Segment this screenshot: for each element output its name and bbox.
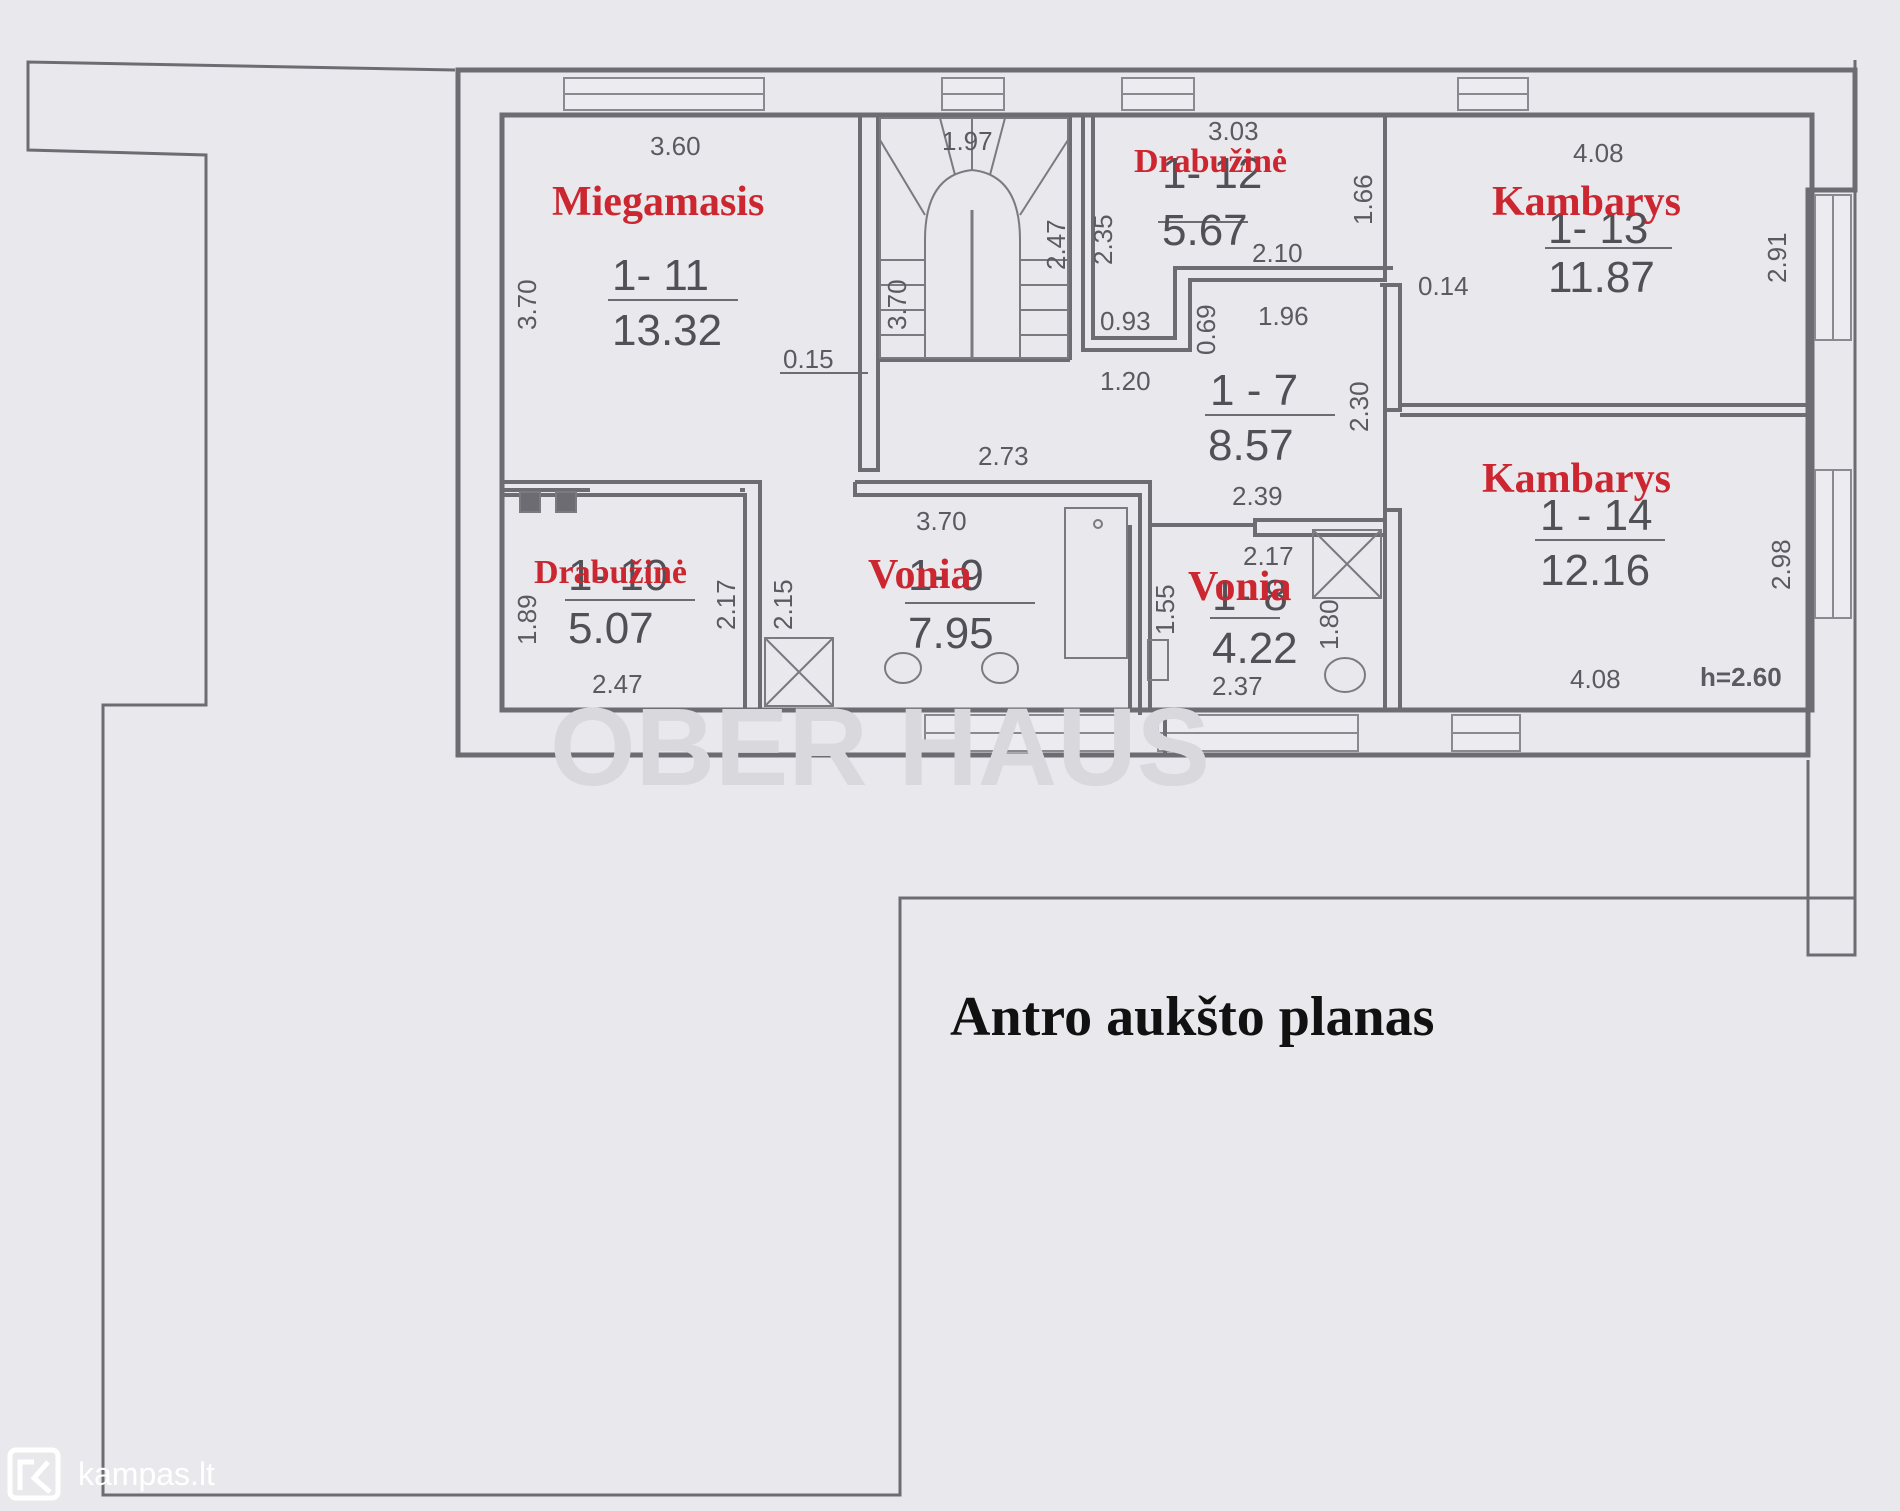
room-area: 12.16 bbox=[1540, 546, 1650, 595]
dimension: 2.30 bbox=[1344, 381, 1374, 432]
room-number: 1 - 14 bbox=[1540, 491, 1653, 540]
area-dividers bbox=[565, 221, 1672, 619]
dimension: 4.08 bbox=[1573, 138, 1624, 168]
room-number: 1- 8 bbox=[1212, 571, 1288, 620]
room-area: 4.22 bbox=[1212, 624, 1298, 673]
room-number: 1 - 7 bbox=[1210, 366, 1298, 415]
room-1-9: 1- 9 7.95 Vonia bbox=[868, 551, 994, 658]
watermark: OBER HAUS bbox=[550, 686, 1210, 809]
room-area: 11.87 bbox=[1548, 253, 1655, 302]
dimension: 2.17 bbox=[711, 579, 741, 630]
room-label: Drabužinė bbox=[534, 554, 687, 591]
dimension: 2.91 bbox=[1762, 232, 1792, 283]
dimension: 2.17 bbox=[1243, 541, 1294, 571]
dimension: 2.37 bbox=[1212, 671, 1263, 701]
dimension: 4.08 bbox=[1570, 664, 1621, 694]
room-area: 7.95 bbox=[908, 609, 994, 658]
dimensions: 3.60 1.97 3.03 4.08 3.70 3.70 2.47 0.15 … bbox=[512, 116, 1796, 701]
room-1-14: 1 - 14 12.16 Kambarys bbox=[1482, 456, 1671, 595]
room-area: 5.67 bbox=[1162, 206, 1248, 255]
room-label: Kambarys bbox=[1492, 179, 1681, 225]
footer-brand: kampas.lt bbox=[7, 1447, 215, 1501]
dimension: 3.70 bbox=[512, 279, 542, 330]
room-1-10: 1- 10 5.07 Drabužinė bbox=[534, 551, 687, 653]
dimension: 3.60 bbox=[650, 131, 701, 161]
dimension: 2.35 bbox=[1088, 214, 1118, 265]
room-number: 1- 10 bbox=[568, 551, 668, 600]
dimension: 1.96 bbox=[1258, 301, 1309, 331]
dimension: 3.03 bbox=[1208, 116, 1259, 146]
room-area: 5.07 bbox=[568, 604, 654, 653]
room-label: Vonia bbox=[1188, 564, 1292, 610]
room-1-7: 1 - 7 8.57 bbox=[1208, 366, 1298, 470]
dimension: 0.69 bbox=[1191, 304, 1221, 355]
interior-walls bbox=[500, 113, 1812, 757]
dimension: 1.20 bbox=[1100, 366, 1151, 396]
dimension: 0.14 bbox=[1418, 271, 1469, 301]
dimension: 0.93 bbox=[1100, 306, 1151, 336]
dimension: 2.39 bbox=[1232, 481, 1283, 511]
dimension: 1.80 bbox=[1314, 599, 1344, 650]
site-boundary bbox=[26, 60, 1857, 1497]
house-logo-icon bbox=[7, 1447, 61, 1501]
room-label: Vonia bbox=[868, 552, 972, 598]
fixtures bbox=[519, 491, 1382, 707]
room-number: 1- 11 bbox=[612, 251, 709, 300]
room-label: Kambarys bbox=[1482, 456, 1671, 502]
room-label: Miegamasis bbox=[552, 179, 764, 225]
room-number: 1- 13 bbox=[1548, 204, 1648, 253]
dimension: 2.98 bbox=[1766, 539, 1796, 590]
room-area: 8.57 bbox=[1208, 421, 1294, 470]
room-1-12: 1- 12 5.67 Drabužinė bbox=[1134, 143, 1287, 255]
room-1-8: 1- 8 4.22 Vonia bbox=[1188, 564, 1298, 673]
staircase bbox=[879, 117, 1069, 359]
dimension: 3.70 bbox=[882, 279, 912, 330]
dimension: 2.15 bbox=[768, 579, 798, 630]
room-label: Drabužinė bbox=[1134, 143, 1287, 180]
dimension: 2.73 bbox=[978, 441, 1029, 471]
room-area: 13.32 bbox=[612, 306, 722, 355]
windows bbox=[563, 77, 1852, 752]
room-number: 1- 9 bbox=[908, 551, 984, 600]
dimension: 1.66 bbox=[1348, 174, 1378, 225]
dimension: 2.10 bbox=[1252, 238, 1303, 268]
dimension: 1.89 bbox=[512, 594, 542, 645]
room-1-13: 1- 13 11.87 Kambarys bbox=[1492, 179, 1681, 302]
dimension: 2.47 bbox=[1041, 219, 1071, 270]
room-1-11: 1- 11 13.32 Miegamasis bbox=[552, 179, 764, 355]
dimension: 1.97 bbox=[942, 126, 993, 156]
plan-title: Antro aukšto planas bbox=[950, 986, 1434, 1048]
brand-name: kampas.lt bbox=[78, 1456, 215, 1492]
dimension: 2.47 bbox=[592, 669, 643, 699]
dimension: 3.70 bbox=[916, 506, 967, 536]
dimension: 0.15 bbox=[783, 344, 834, 374]
dimension: 1.55 bbox=[1150, 584, 1180, 635]
room-number: 1- 12 bbox=[1162, 149, 1262, 198]
ceiling-height: h=2.60 bbox=[1700, 662, 1782, 692]
